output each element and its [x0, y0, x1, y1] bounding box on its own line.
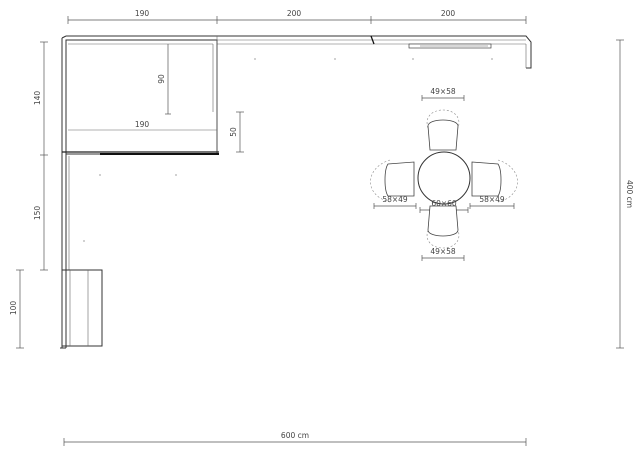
- dining-set: 49×58 58×49 60×60 58×49 49×58: [370, 87, 518, 261]
- dim-table: 60×60: [431, 199, 457, 208]
- tick-marks: [83, 58, 493, 242]
- dim-left-upper: 140: [33, 91, 42, 106]
- dim-top-mid: 200: [287, 9, 302, 18]
- dim-chair-top: 49×58: [430, 87, 456, 96]
- dim-top-right: 200: [441, 9, 456, 18]
- chair-right: [471, 161, 502, 197]
- dim-inner-vertical: 90: [157, 74, 166, 84]
- lower-left-run: [60, 154, 103, 349]
- dim-inner-horizontal: 190: [135, 120, 150, 129]
- bottom-dimension: 600 cm: [63, 431, 527, 446]
- dim-top-left: 190: [135, 9, 150, 18]
- left-dimension-chain: 140 150 100: [9, 41, 48, 349]
- right-dimension: 400 cm: [616, 39, 634, 349]
- dim-chair-left: 58×49: [382, 195, 408, 204]
- chair-left: [384, 161, 415, 197]
- dim-right-total: 400 cm: [625, 180, 634, 208]
- chair-top: [427, 119, 459, 151]
- dim-chair-bottom: 49×58: [430, 247, 456, 256]
- top-dimension-chain: 190 200 200: [67, 9, 527, 24]
- dim-left-mid: 150: [33, 206, 42, 221]
- dim-left-lower: 100: [9, 301, 18, 316]
- dim-bottom-total: 600 cm: [281, 431, 309, 440]
- chair-bottom: [427, 205, 459, 237]
- round-table: [417, 151, 471, 205]
- upper-cabinets: 90 190 50: [61, 35, 532, 348]
- dim-gap-50: 50: [229, 127, 238, 137]
- dim-chair-right: 58×49: [479, 195, 505, 204]
